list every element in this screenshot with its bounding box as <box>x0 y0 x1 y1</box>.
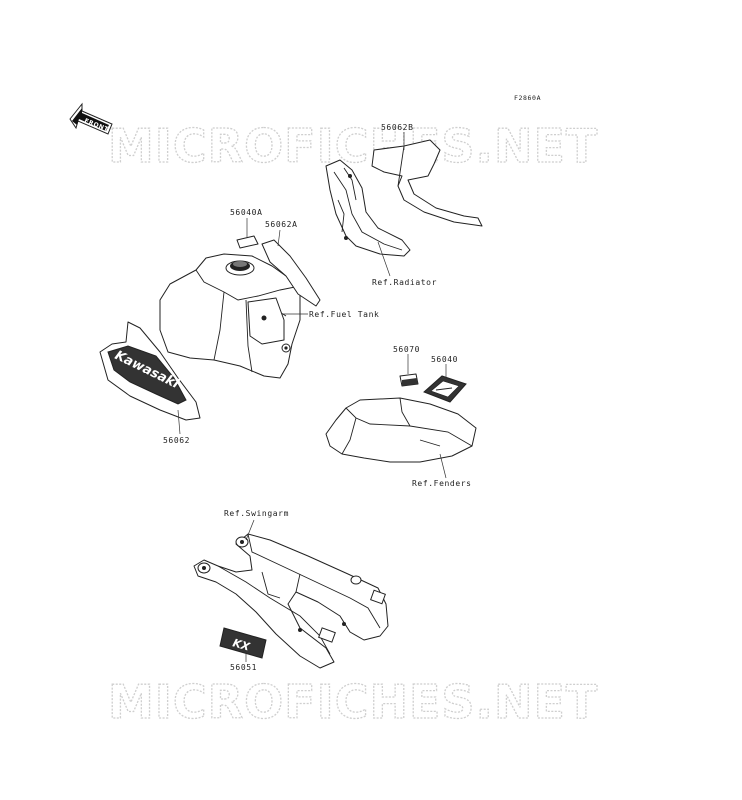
callout-ref-swingarm: Ref.Swingarm <box>224 509 289 518</box>
callout-56040: 56040 <box>431 355 458 364</box>
decal-56062A <box>261 229 321 307</box>
rear-fender <box>325 397 477 463</box>
watermark-bottom: MICROFICHES.NET <box>108 675 598 729</box>
decal-56040 <box>423 364 467 403</box>
swingarm <box>193 533 389 669</box>
callout-56051: 56051 <box>230 663 257 672</box>
callout-ref-radiator: Ref.Radiator <box>372 278 437 287</box>
front-arrow-icon: FRONT <box>69 102 113 135</box>
callout-56070: 56070 <box>393 345 420 354</box>
decal-56051: KX <box>219 627 267 662</box>
radiator-shroud <box>325 159 411 257</box>
callout-ref-fenders: Ref.Fenders <box>412 479 472 488</box>
decal-model-text: KX <box>231 636 251 653</box>
callout-ref-fuel-tank: Ref.Fuel Tank <box>309 310 379 319</box>
leader-ref-swingarm <box>245 519 255 541</box>
fuel-tank <box>159 253 301 379</box>
callout-56062B: 56062B <box>381 123 414 132</box>
watermark-top: MICROFICHES.NET <box>108 119 598 173</box>
callout-56062: 56062 <box>163 436 190 445</box>
leader-ref-fenders <box>439 453 447 479</box>
callout-56062A: 56062A <box>265 220 298 229</box>
decal-56062: Kawasaki <box>99 321 201 421</box>
decal-56062B <box>371 139 483 227</box>
leader-ref-radiator <box>377 241 391 277</box>
callout-56040A: 56040A <box>230 208 263 217</box>
leader-56062 <box>177 409 181 435</box>
decal-56070 <box>399 354 419 387</box>
figure-code: F2860A <box>514 94 541 102</box>
decal-56040A <box>236 218 259 249</box>
